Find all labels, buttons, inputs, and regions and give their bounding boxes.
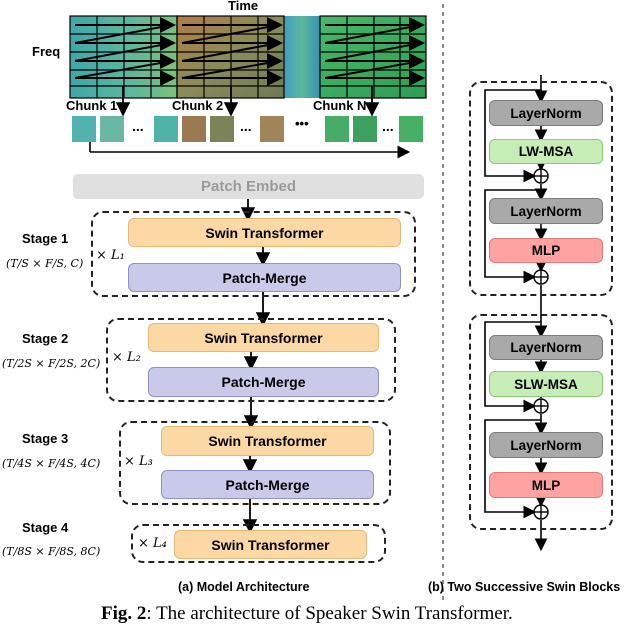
patch bbox=[210, 116, 234, 142]
swin-block-1-group bbox=[469, 81, 613, 296]
chunk-1-label: Chunk 1 bbox=[66, 98, 118, 113]
stage-2-repeat: × L₂ bbox=[112, 350, 141, 365]
stage-3-swin-transformer: Swin Transformer bbox=[161, 426, 374, 456]
patch bbox=[353, 116, 377, 142]
stage-3-group bbox=[119, 421, 391, 505]
stage-4-repeat: × L₄ bbox=[138, 536, 167, 551]
block-1-layernorm-2: LayerNorm bbox=[489, 198, 603, 224]
spectrogram bbox=[69, 15, 427, 117]
chunk-ellipsis: ••• bbox=[295, 116, 309, 131]
stage-4-dims: (T/8S × F/8S, 8C) bbox=[2, 545, 101, 558]
block-2-layernorm-1: LayerNorm bbox=[489, 335, 603, 360]
stage-2-group bbox=[106, 318, 396, 402]
freq-axis-label: Freq bbox=[32, 44, 61, 59]
patch-embed-block: Patch Embed bbox=[73, 174, 424, 199]
stage-4-title: Stage 4 bbox=[22, 520, 69, 535]
stage-2-dims: (T/2S × F/2S, 2C) bbox=[2, 357, 101, 370]
stage-2-swin-transformer: Swin Transformer bbox=[148, 323, 379, 352]
figure-caption-prefix: Fig. 2 bbox=[101, 603, 147, 624]
stage-1-swin-transformer: Swin Transformer bbox=[128, 218, 401, 247]
stage-3-title: Stage 3 bbox=[22, 431, 69, 446]
patch bbox=[260, 116, 284, 142]
stage-1-repeat: × L₁ bbox=[96, 248, 125, 263]
chunk-2-label: Chunk 2 bbox=[172, 98, 224, 113]
stage-3-patch-merge: Patch-Merge bbox=[161, 470, 374, 499]
stage-1-title: Stage 1 bbox=[22, 231, 69, 246]
chunk-n-label: Chunk N bbox=[313, 98, 367, 113]
block-1-mlp: MLP bbox=[489, 238, 603, 263]
block-1-lw-msa: LW-MSA bbox=[489, 139, 603, 164]
stage-4-group bbox=[131, 524, 386, 563]
time-axis-label: Time bbox=[228, 0, 259, 13]
patch bbox=[154, 116, 178, 142]
block-1-layernorm-1: LayerNorm bbox=[489, 100, 603, 126]
stage-2-patch-merge: Patch-Merge bbox=[148, 367, 379, 397]
stage-2-title: Stage 2 bbox=[22, 331, 69, 346]
figure-caption-text: : The architecture of Speaker Swin Trans… bbox=[146, 603, 513, 624]
stage-1-dims: (T/S × F/S, C) bbox=[6, 257, 84, 270]
patch-ellipsis: ... bbox=[382, 118, 394, 134]
stage-1-group bbox=[91, 211, 416, 297]
patch bbox=[182, 116, 206, 142]
swin-blocks-caption: (b) Two Successive Swin Blocks bbox=[428, 580, 621, 594]
patch bbox=[399, 116, 423, 142]
stage-3-repeat: × L₃ bbox=[124, 454, 153, 469]
block-2-layernorm-2: LayerNorm bbox=[489, 432, 603, 458]
figure-caption: Fig. 2: The architecture of Speaker Swin… bbox=[101, 603, 513, 625]
swin-block-2-group bbox=[469, 314, 613, 530]
block-2-slw-msa: SLW-MSA bbox=[489, 371, 603, 397]
model-architecture-caption: (a) Model Architecture bbox=[178, 580, 310, 594]
patch-ellipsis: ... bbox=[132, 118, 144, 134]
patch bbox=[100, 116, 124, 142]
stage-1-patch-merge: Patch-Merge bbox=[128, 263, 401, 292]
block-2-mlp: MLP bbox=[489, 472, 603, 498]
patch-ellipsis: ... bbox=[240, 118, 252, 134]
patch bbox=[72, 116, 96, 142]
patch bbox=[325, 116, 349, 142]
stage-4-swin-transformer: Swin Transformer bbox=[174, 530, 367, 559]
stage-3-dims: (T/4S × F/4S, 4C) bbox=[2, 457, 101, 470]
